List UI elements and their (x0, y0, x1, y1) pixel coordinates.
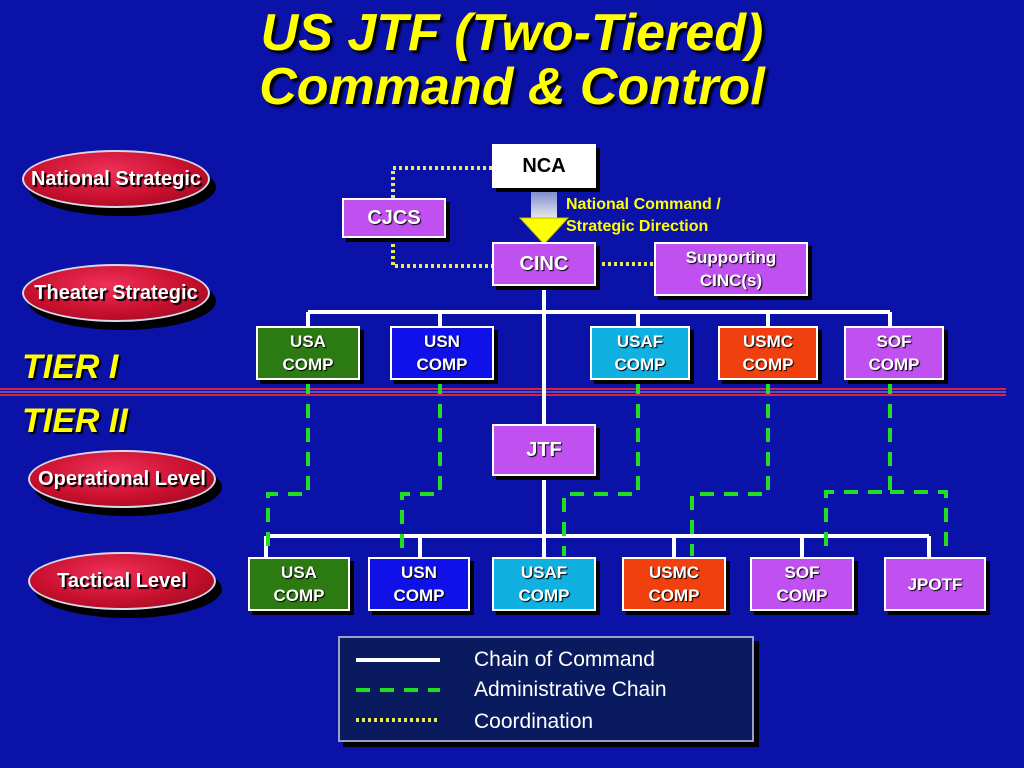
title-line-2: Command & Control (259, 58, 765, 116)
level-theater-strategic: Theater Strategic (22, 264, 218, 330)
tier2-usaf-comp: USAF COMP (492, 557, 596, 611)
administrative-chain-lines (266, 380, 948, 556)
chain-of-command-lines (264, 286, 931, 557)
tier1-usmc-comp: USMC COMP (718, 326, 818, 380)
level-label: Tactical Level (28, 552, 216, 610)
tier2-usa-comp: USA COMP (248, 557, 350, 611)
tier1-usa-comp: USA COMP (256, 326, 360, 380)
legend-chain-of-command: Chain of Command (474, 648, 655, 671)
tier2-sof-comp: SOF COMP (750, 557, 854, 611)
cinc-box: CINC (492, 242, 596, 286)
legend: Chain of Command Administrative Chain Co… (338, 636, 754, 742)
level-national-strategic: National Strategic (22, 150, 218, 216)
annotation-line-2: Strategic Direction (566, 218, 709, 235)
title-line-1: US JTF (Two-Tiered) (260, 4, 764, 62)
tier2-jpotf: JPOTF (884, 557, 986, 611)
tier1-usaf-comp: USAF COMP (590, 326, 690, 380)
legend-administrative-chain: Administrative Chain (474, 678, 667, 701)
nca-box: NCA (492, 144, 596, 188)
level-label: Theater Strategic (22, 264, 210, 322)
tier-1-label: TIER I (22, 348, 119, 386)
tier2-usmc-comp: USMC COMP (622, 557, 726, 611)
level-operational: Operational Level (28, 450, 224, 516)
level-label: Operational Level (28, 450, 216, 508)
jtf-box: JTF (492, 424, 596, 476)
tier-2-label: TIER II (22, 402, 128, 440)
coordination-lines (391, 166, 654, 268)
tier2-usn-comp: USN COMP (368, 557, 470, 611)
level-label: National Strategic (22, 150, 210, 208)
legend-swatches (356, 658, 440, 722)
legend-coordination: Coordination (474, 710, 594, 733)
supporting-cinc-box: Supporting CINC(s) (654, 242, 808, 296)
tier1-usn-comp: USN COMP (390, 326, 494, 380)
cjcs-box: CJCS (342, 198, 446, 238)
annotation-line-1: National Command / (566, 196, 721, 213)
level-tactical: Tactical Level (28, 552, 224, 618)
down-arrow-icon (518, 188, 570, 245)
tier1-sof-comp: SOF COMP (844, 326, 944, 380)
